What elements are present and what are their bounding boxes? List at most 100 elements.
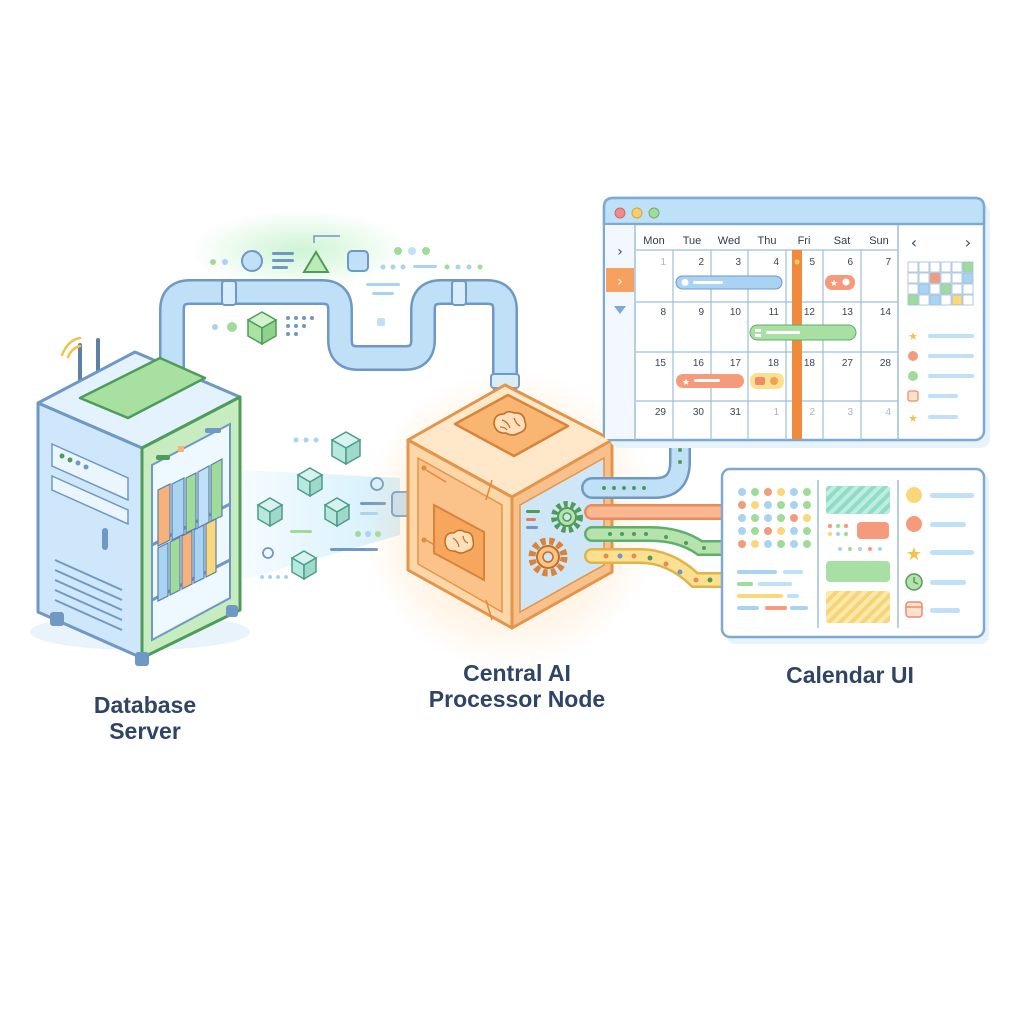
legend-dot: [908, 371, 918, 381]
weekday-header: Sat: [834, 235, 851, 247]
friday-highlight-bar: [792, 250, 802, 439]
day-cell[interactable]: 18: [804, 358, 816, 369]
day-cell[interactable]: 31: [730, 407, 742, 418]
dot-matrix: [738, 488, 811, 548]
mini-calendar: [907, 261, 974, 306]
day-cell[interactable]: 10: [730, 307, 742, 318]
matrix-dot: [751, 527, 759, 535]
day-cell[interactable]: 15: [655, 358, 667, 369]
brain-chip-icon: [444, 529, 475, 554]
window-close-dot: [614, 207, 626, 219]
gear-icon: [528, 537, 568, 577]
data-symbols-top: [210, 235, 483, 346]
day-cell[interactable]: 18: [768, 358, 780, 369]
weekday-header: Tue: [683, 235, 702, 247]
matrix-dot: [738, 514, 746, 522]
calendar-icon: [907, 390, 919, 402]
day-cell[interactable]: 12: [804, 307, 816, 318]
event-bar: [675, 275, 783, 290]
matrix-dot: [790, 501, 798, 509]
matrix-dot: [764, 527, 772, 535]
weekday-header: Fri: [798, 235, 811, 247]
mini-calendar-cell: [951, 283, 963, 295]
calendar-ui-label: Calendar UI: [760, 662, 940, 688]
matrix-dot: [777, 488, 785, 496]
mini-calendar-cell: [918, 283, 930, 295]
calendar-icon: [905, 601, 923, 618]
matrix-dot: [777, 540, 785, 548]
matrix-dot: [790, 488, 798, 496]
day-cell[interactable]: 5: [809, 257, 815, 268]
day-cell[interactable]: 6: [847, 257, 853, 268]
weekday-header: Wed: [718, 235, 740, 247]
day-cell[interactable]: 8: [660, 307, 666, 318]
matrix-dot: [738, 488, 746, 496]
weekday-header: Thu: [758, 235, 777, 247]
label-line: Central AI: [463, 660, 571, 686]
star-icon: ★: [906, 544, 922, 565]
day-cell[interactable]: 29: [655, 407, 667, 418]
matrix-dot: [777, 501, 785, 509]
day-cell[interactable]: 3: [735, 257, 741, 268]
rail-chevron-icon: ›: [617, 244, 623, 260]
mini-calendar-cell: [940, 261, 952, 273]
storage-books-bottom: [157, 518, 217, 602]
matrix-dot: [764, 540, 772, 548]
mini-calendar-cell: [918, 261, 930, 273]
day-cell[interactable]: 27: [842, 358, 854, 369]
day-cell[interactable]: 17: [730, 358, 742, 369]
window-title-bar: [602, 196, 986, 226]
weekday-header: Sun: [869, 235, 889, 247]
orange-status-dot: [906, 516, 922, 532]
star-icon: ★: [682, 378, 690, 388]
matrix-dot: [764, 488, 772, 496]
matrix-dot: [803, 514, 811, 522]
mini-calendar-cell: [907, 294, 919, 306]
mini-calendar-cell: [962, 294, 974, 306]
matrix-dot: [790, 540, 798, 548]
window-maximize-dot: [648, 207, 660, 219]
day-cell[interactable]: 9: [698, 307, 704, 318]
database-server: [30, 336, 250, 666]
day-cell[interactable]: 7: [885, 257, 891, 268]
day-cell[interactable]: 2: [809, 407, 815, 418]
matrix-dot: [803, 501, 811, 509]
rail-chevron-icon: ›: [617, 274, 623, 290]
day-cell[interactable]: 16: [693, 358, 705, 369]
day-cell[interactable]: 3: [847, 407, 853, 418]
day-cell[interactable]: 13: [842, 307, 854, 318]
matrix-dot: [751, 501, 759, 509]
day-cell[interactable]: 4: [773, 257, 779, 268]
day-cell[interactable]: 30: [693, 407, 705, 418]
mini-calendar-cell: [907, 261, 919, 273]
striped-card: [826, 486, 890, 514]
label-line: Server: [109, 718, 181, 744]
cube-icon: [256, 497, 284, 528]
wifi-icon: [60, 336, 82, 357]
striped-card: [826, 591, 890, 623]
mini-calendar-cell: [940, 283, 952, 295]
matrix-dot: [751, 540, 759, 548]
database-server-label: Database Server: [60, 692, 230, 744]
matrix-dot: [777, 527, 785, 535]
day-cell[interactable]: 11: [769, 307, 780, 318]
matrix-dot: [764, 514, 772, 522]
matrix-dot: [777, 514, 785, 522]
day-cell[interactable]: 14: [880, 307, 892, 318]
output-pipes: [581, 421, 730, 588]
mini-calendar-cell: [940, 272, 952, 284]
mini-calendar-cell: [929, 283, 941, 295]
day-cell[interactable]: 1: [660, 257, 666, 268]
mini-calendar-cell: [929, 294, 941, 306]
calendar-icon: [755, 377, 765, 385]
rail-active-tab: [606, 268, 634, 292]
day-cell[interactable]: 4: [885, 407, 891, 418]
processor-node-label: Central AI Processor Node: [402, 660, 632, 712]
day-cell[interactable]: 1: [773, 407, 779, 418]
lower-data-flow: [242, 431, 411, 581]
day-cell[interactable]: 28: [880, 358, 892, 369]
matrix-dot: [738, 501, 746, 509]
day-cell[interactable]: 2: [698, 257, 704, 268]
